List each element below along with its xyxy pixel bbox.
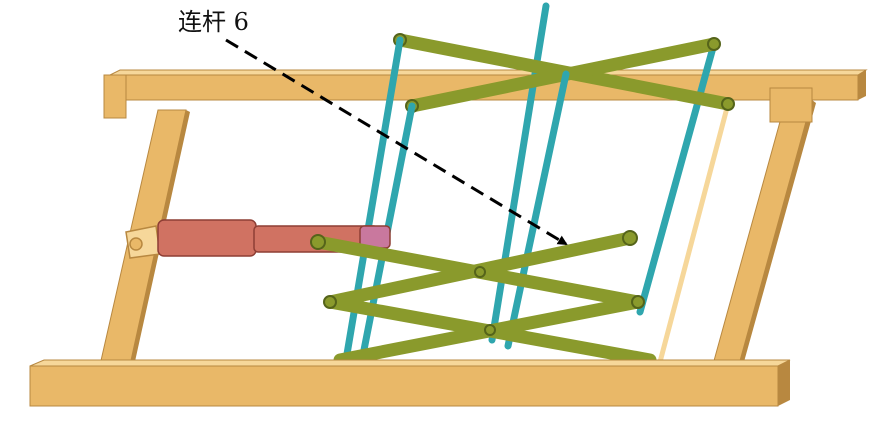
mount-pin (129, 237, 143, 251)
bottom-rail-group (29, 359, 791, 407)
link-pin (323, 295, 337, 309)
callout-arrow (225, 38, 568, 246)
bottom-rail (29, 365, 779, 407)
link-pin (622, 230, 638, 246)
connecting-rod-label: 连杆 6 (178, 8, 249, 36)
right-top-bracket (769, 87, 813, 123)
lower-scissor (310, 230, 657, 367)
cylinder-barrel (157, 219, 257, 257)
hydraulic-cylinder (125, 219, 391, 259)
link-pin (484, 324, 496, 336)
vertical-rod (504, 70, 570, 350)
link-pin (707, 37, 721, 51)
thin-rod (657, 101, 731, 365)
link-pin (310, 234, 326, 250)
left-top-block (103, 74, 127, 119)
link-pin (721, 97, 735, 111)
vertical-rod (636, 40, 718, 316)
link-pin (474, 266, 486, 278)
right-side-post (711, 99, 813, 369)
link-pin (631, 295, 645, 309)
